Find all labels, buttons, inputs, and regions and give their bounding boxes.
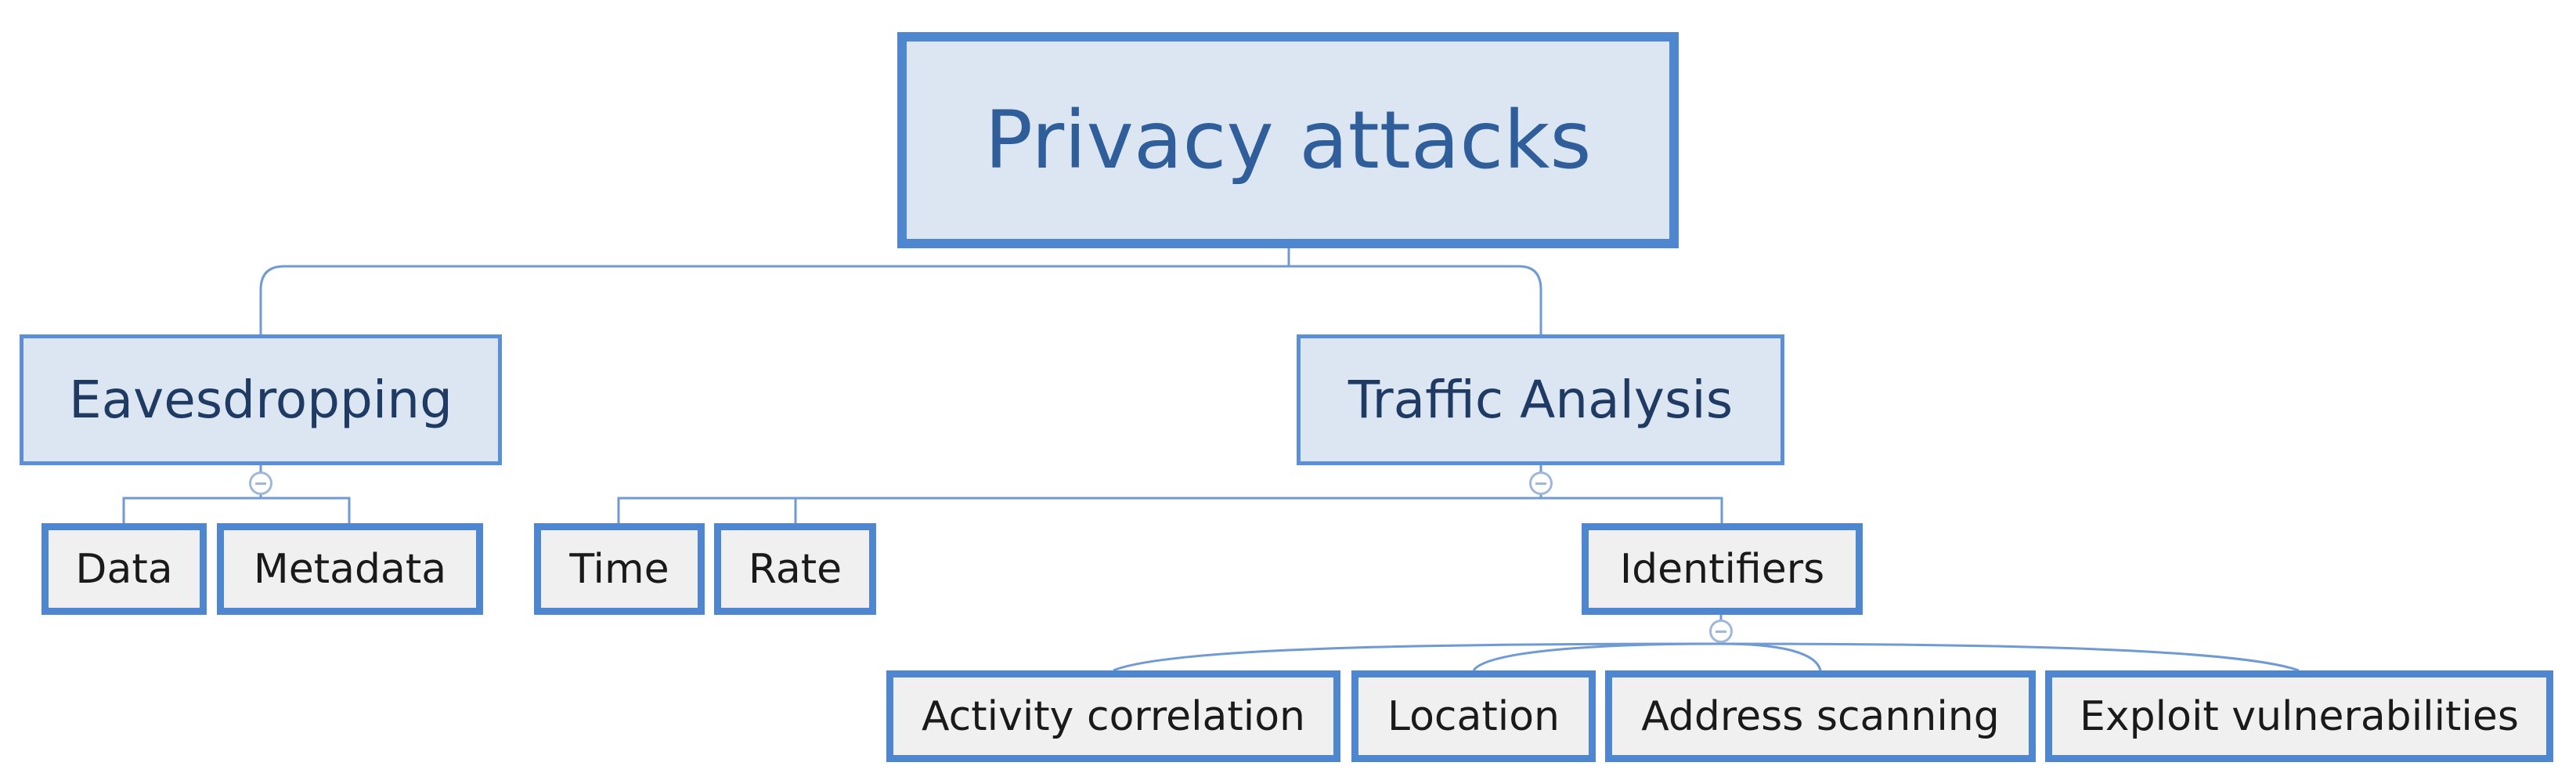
connector-root-to-eavesdropping	[259, 265, 1289, 334]
collapse-minus-icon[interactable]	[1709, 620, 1733, 643]
branch-node-eavesdropping[interactable]: Eavesdropping	[20, 334, 502, 465]
collapse-minus-icon[interactable]	[249, 471, 272, 495]
leaf-label: Identifiers	[1619, 545, 1825, 593]
leaf-node-activity-correlation[interactable]: Activity correlation	[886, 670, 1340, 762]
branch-label-traffic-analysis: Traffic Analysis	[1348, 370, 1734, 430]
leaf-node-time[interactable]: Time	[534, 523, 705, 615]
leaf-label: Exploit vulnerabilities	[2080, 692, 2519, 740]
leaf-node-identifiers[interactable]: Identifiers	[1582, 523, 1863, 615]
leaf-label: Time	[569, 545, 669, 593]
connector-identifiers-to-location	[1472, 642, 1722, 671]
leaf-node-address-scanning[interactable]: Address scanning	[1605, 670, 2036, 762]
leaf-node-data[interactable]: Data	[41, 523, 207, 615]
leaf-label: Activity correlation	[921, 692, 1305, 740]
leaf-label: Data	[75, 545, 173, 593]
leaf-node-exploit-vulnerabilities[interactable]: Exploit vulnerabilities	[2045, 670, 2553, 762]
branch-node-traffic-analysis[interactable]: Traffic Analysis	[1297, 334, 1784, 465]
root-label: Privacy attacks	[984, 93, 1592, 187]
leaf-label: Address scanning	[1641, 692, 2000, 740]
root-node-privacy-attacks[interactable]: Privacy attacks	[897, 32, 1679, 248]
connector-root-to-traffic-analysis	[1289, 265, 1542, 334]
connector-traffic-children	[617, 497, 1723, 523]
leaf-node-location[interactable]: Location	[1351, 670, 1596, 762]
collapse-minus-icon[interactable]	[1529, 471, 1553, 495]
connector-identifiers-to-address	[1720, 642, 1822, 671]
branch-label-eavesdropping: Eavesdropping	[68, 370, 453, 430]
leaf-label: Metadata	[253, 545, 447, 593]
leaf-label: Location	[1387, 692, 1560, 740]
leaf-node-rate[interactable]: Rate	[714, 523, 876, 615]
leaf-label: Rate	[748, 545, 842, 593]
connector-eavesdropping-children	[122, 497, 351, 523]
connector-identifiers-to-activity	[1113, 642, 1722, 672]
connector-identifiers-to-exploit	[1720, 642, 2300, 672]
leaf-node-metadata[interactable]: Metadata	[217, 523, 483, 615]
